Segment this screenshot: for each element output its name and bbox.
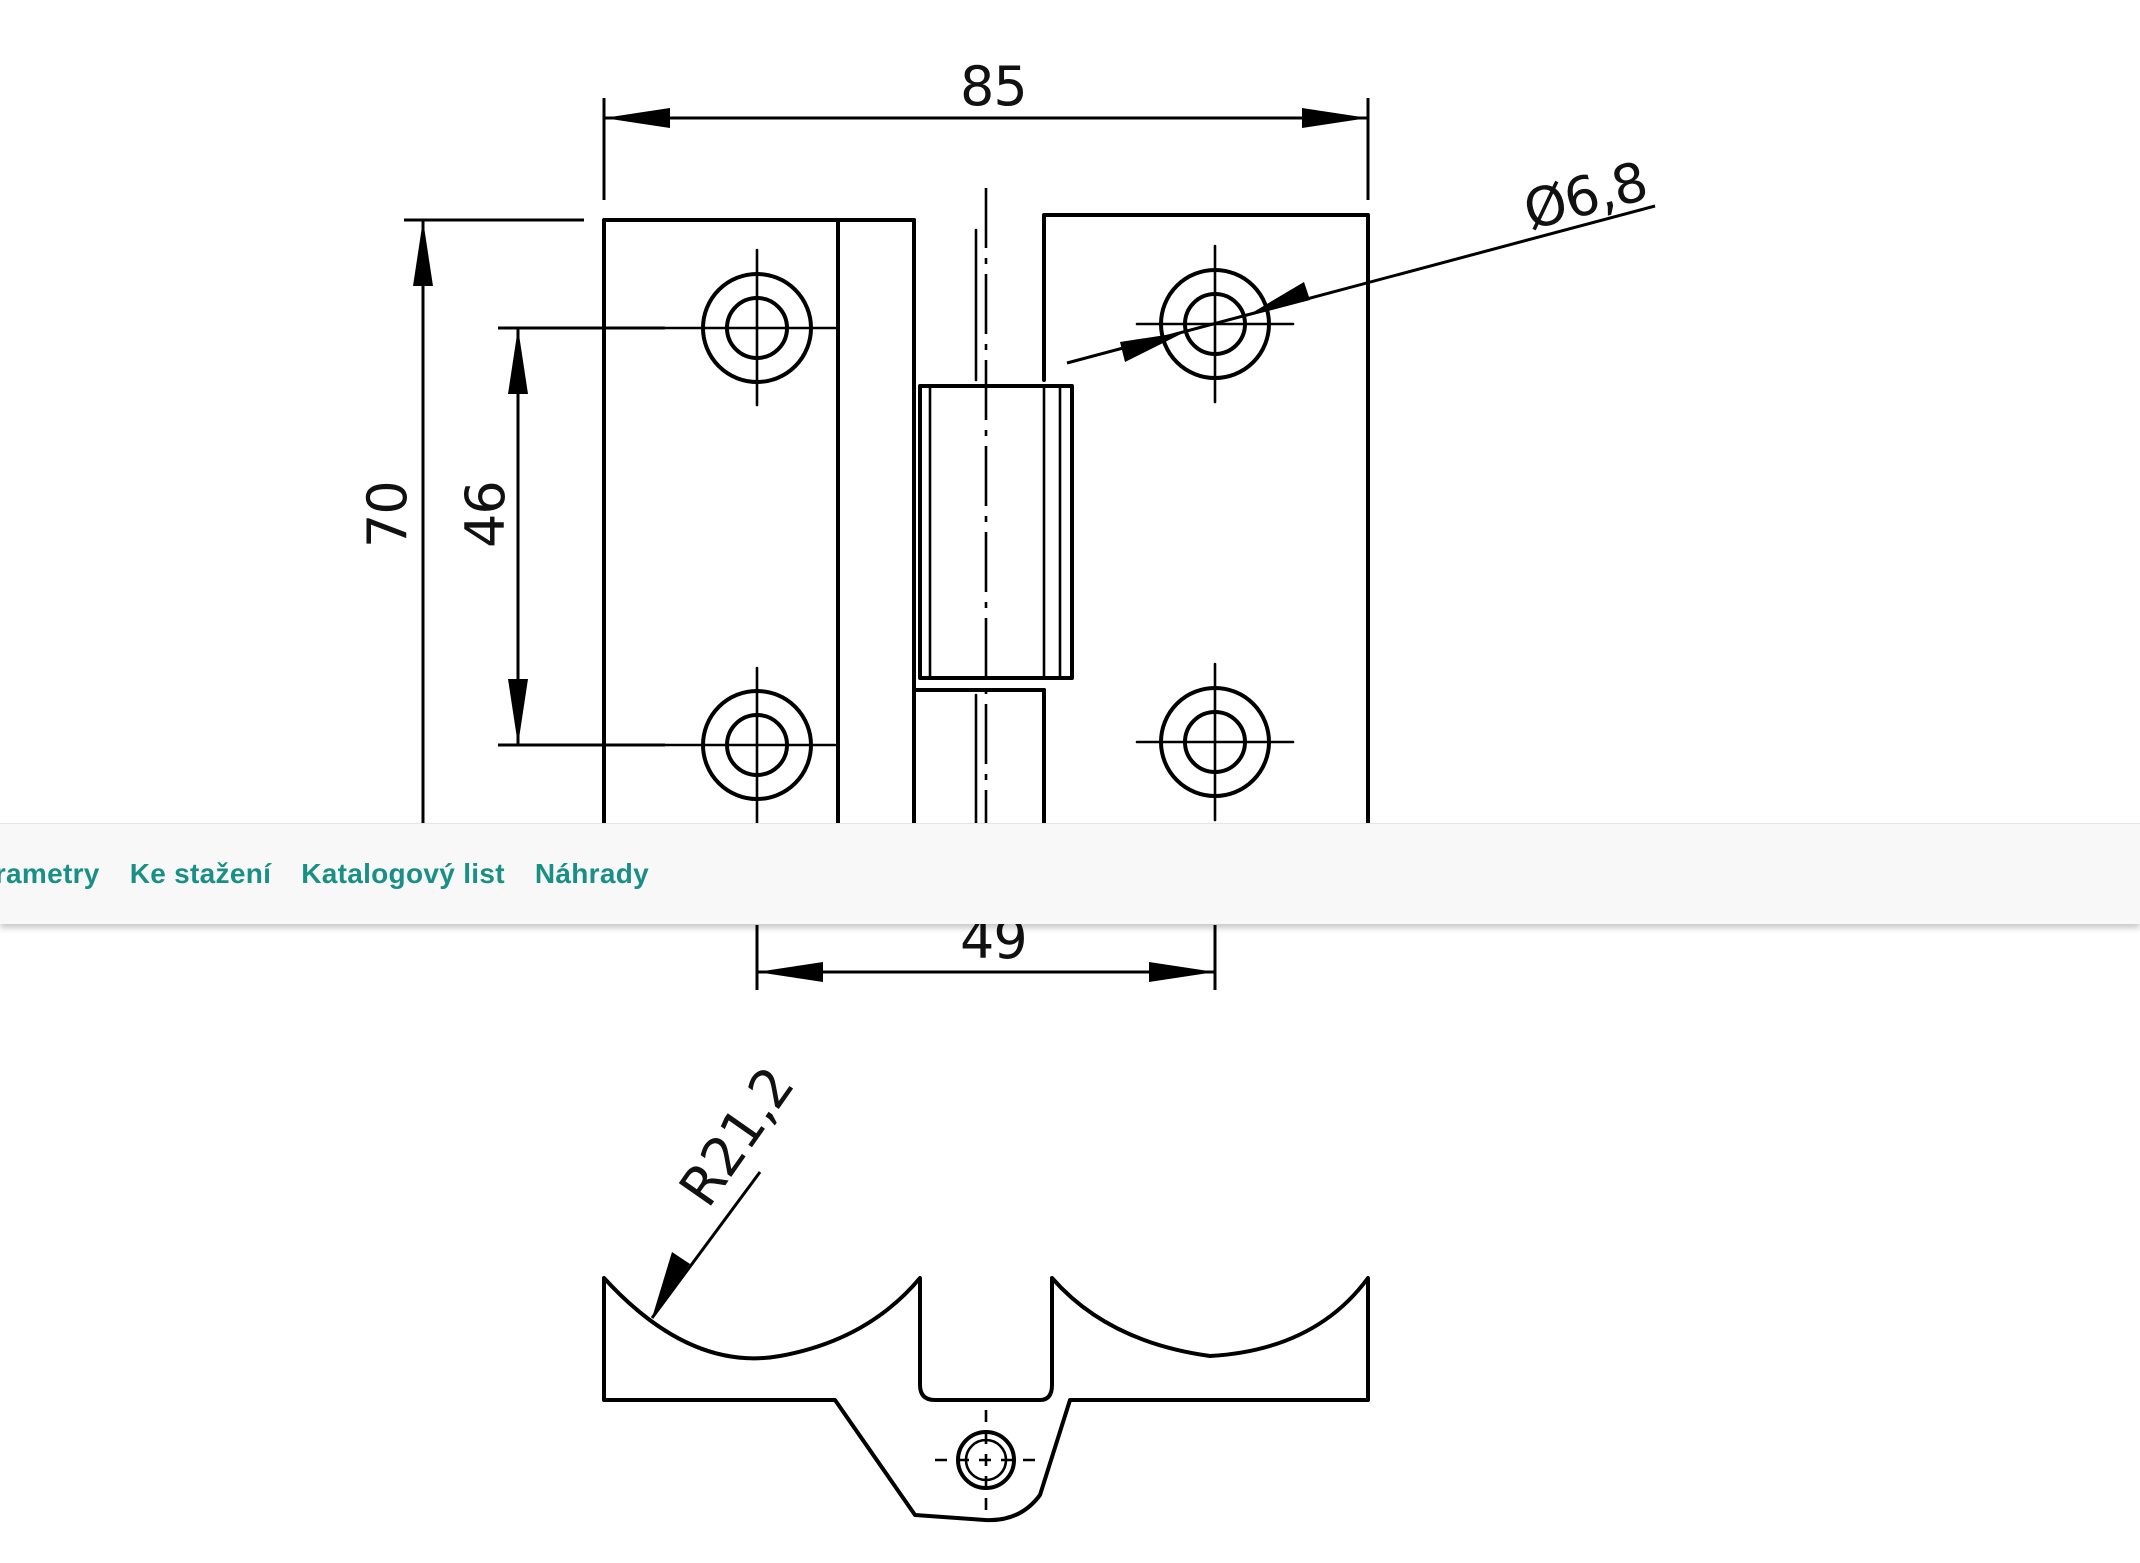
product-tab-bar: Parametry Ke stažení Katalogový list Náh… [0, 823, 2140, 924]
dimension-46-label: 46 [454, 481, 517, 548]
dimension-diameter-label: Ø6,8 [1517, 150, 1653, 243]
tab-parametry[interactable]: Parametry [0, 858, 100, 889]
knuckle [918, 384, 1074, 680]
dimension-70-label: 70 [356, 481, 419, 548]
hinge-top-view: 85 70 46 Ø6 [356, 55, 1656, 990]
hinge-side-view: R21,2 [602, 1056, 1370, 1523]
dimension-diameter: Ø6,8 [1066, 150, 1656, 365]
hole-right-bottom [1135, 662, 1295, 822]
hole-left-bottom [663, 666, 837, 825]
tab-katalogovy-list[interactable]: Katalogový list [301, 858, 505, 889]
tab-nahrady[interactable]: Náhrady [534, 858, 650, 889]
dimension-85: 85 [602, 55, 1370, 200]
tab-ke-stazeni[interactable]: Ke stažení [129, 858, 272, 889]
left-leaf-outline [602, 218, 916, 837]
right-leaf-outline [1042, 213, 1370, 837]
dimension-85-label: 85 [960, 55, 1027, 118]
dimension-46: 46 [454, 326, 665, 747]
side-profile [602, 1276, 1370, 1523]
dimension-radius: R21,2 [650, 1056, 806, 1319]
dimension-radius-label: R21,2 [667, 1056, 806, 1217]
tab-list: Parametry Ke stažení Katalogový list Náh… [0, 858, 649, 890]
hole-left-top [663, 248, 837, 407]
dimension-70: 70 [356, 218, 584, 835]
